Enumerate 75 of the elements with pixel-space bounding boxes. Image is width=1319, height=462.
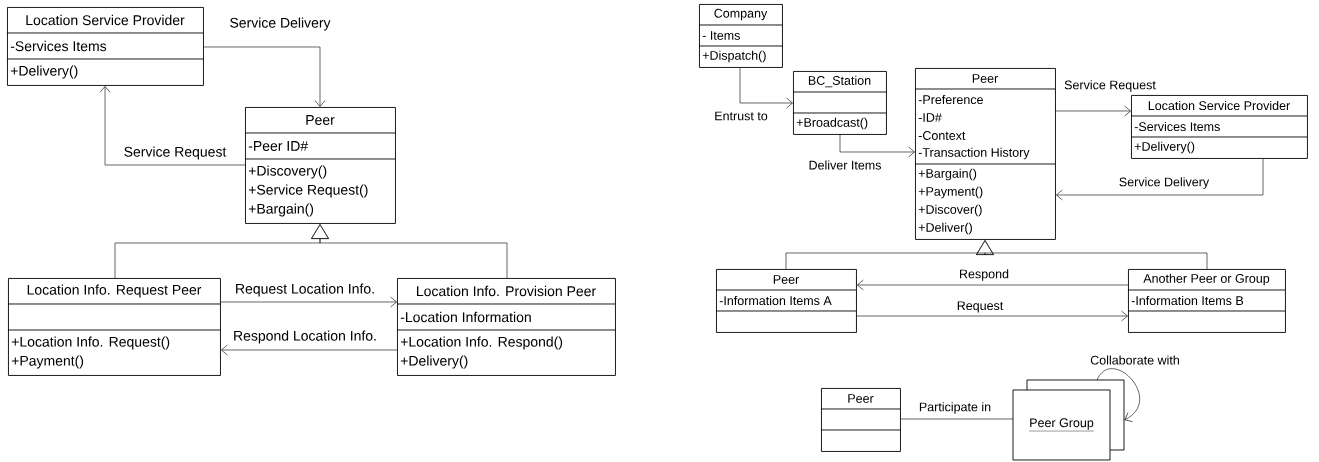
edge-label: Service Request	[1063, 79, 1157, 93]
method-text: +Delivery()	[400, 355, 468, 369]
class-box	[7, 278, 221, 376]
stacked-box: Peer Group	[1012, 379, 1125, 461]
method-text: +Location Info. Request()	[11, 336, 170, 350]
method-text: +Delivery()	[1134, 141, 1195, 154]
attribute-text: -Preference	[918, 94, 983, 105]
arrow	[739, 67, 793, 109]
attribute-text: -Services Items	[10, 40, 107, 52]
class-name: Location Service Provider	[1148, 100, 1290, 111]
class-name: Peer	[848, 394, 874, 403]
edge-label: Respond Location Info.	[232, 329, 378, 345]
method-text: +Dispatch()	[702, 50, 766, 63]
method-text: +Bargain()	[918, 168, 977, 181]
class-name: BC_Station	[808, 75, 871, 88]
method-text: +Broadcast()	[796, 117, 868, 130]
class-box	[1130, 95, 1308, 159]
arrow	[1096, 368, 1140, 422]
class-box	[715, 269, 857, 333]
edge-label: Request	[955, 300, 1005, 314]
arrow	[203, 46, 326, 107]
class-box	[1127, 269, 1286, 333]
attribute-text: -Information Items B	[1131, 295, 1244, 306]
class-name: Company	[714, 8, 768, 21]
attribute-text: -Peer ID#	[248, 141, 309, 151]
method-text: +Service Request()	[248, 184, 368, 198]
arrow	[220, 296, 397, 308]
class-box	[820, 388, 901, 452]
class-name: Peer	[972, 74, 998, 83]
method-text: +Payment()	[11, 355, 84, 369]
method-text: +Discovery()	[248, 165, 327, 179]
attribute-text: -Information Items A	[719, 295, 832, 306]
arrow	[1055, 105, 1131, 117]
class-box	[792, 71, 887, 135]
attribute-text: -ID#	[918, 113, 942, 122]
edge-label: Collaborate with	[1089, 354, 1181, 366]
edge-label: Service Delivery	[228, 16, 332, 32]
association-line	[900, 418, 1014, 420]
arrow	[857, 279, 1129, 291]
method-text: +Delivery()	[10, 65, 78, 79]
arrow	[99, 86, 246, 166]
class-box	[698, 4, 783, 68]
attribute-text: -Services Items	[1134, 121, 1220, 132]
method-text: +Location Info. Respond()	[400, 336, 563, 350]
method-text: +Discover()	[918, 204, 982, 217]
edge-label: Service Request	[122, 145, 228, 161]
class-name: Location Service Provider	[26, 14, 185, 26]
class-box	[396, 278, 616, 376]
arrow	[1056, 158, 1264, 201]
arrow	[839, 134, 915, 158]
attribute-text: -Context	[918, 131, 966, 140]
method-text: +Deliver()	[918, 222, 972, 235]
edge-label: Entrust to	[713, 110, 769, 122]
class-box	[244, 107, 396, 224]
class-name: Location Info. Request Peer	[27, 284, 202, 298]
generalization-arrow	[976, 240, 1208, 270]
edge-label: Service Delivery	[1117, 176, 1211, 190]
method-text: +Payment()	[918, 186, 983, 199]
method-text: +Bargain()	[248, 203, 314, 217]
generalization-arrow	[311, 224, 508, 279]
class-box	[914, 68, 1056, 240]
class-name: Peer	[306, 115, 335, 125]
edge-label: Request Location Info.	[233, 282, 377, 298]
attribute-text: -Location Information	[400, 311, 531, 323]
class-name: Peer	[773, 275, 799, 284]
class-name: Location Info. Provision Peer	[417, 285, 596, 297]
arrow	[856, 310, 1128, 322]
attribute-text: - Items	[702, 31, 740, 40]
attribute-text: -Transaction History	[918, 147, 1030, 160]
arrow	[221, 344, 398, 356]
class-name: Another Peer or Group	[1143, 273, 1270, 286]
edge-label: Deliver Items	[807, 159, 883, 171]
class-box	[6, 7, 204, 86]
edge-label: Respond	[958, 268, 1010, 282]
edge-label: Participate in	[917, 401, 993, 415]
